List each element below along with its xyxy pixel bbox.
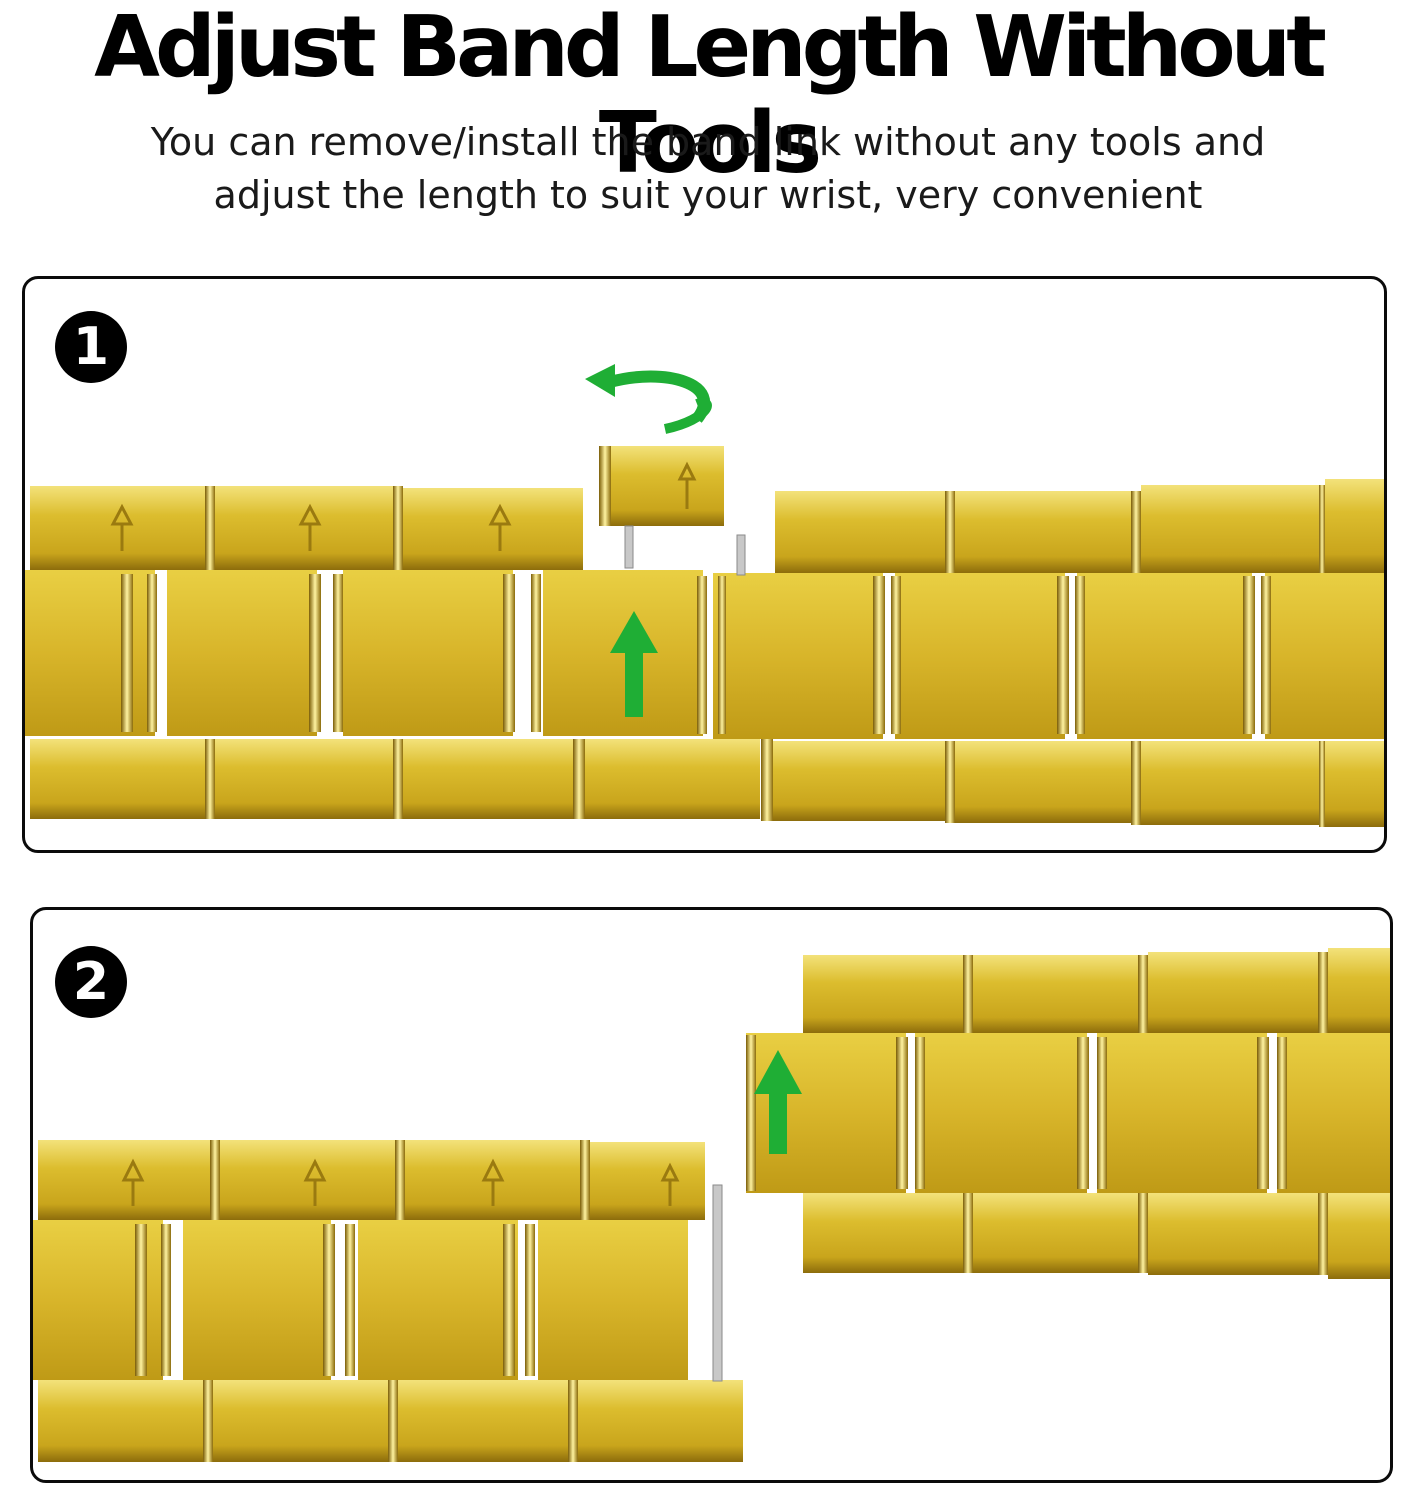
band-link [30, 739, 1384, 827]
rotate-arrow-icon [585, 364, 712, 434]
band-link [775, 479, 1384, 573]
band-link [33, 1220, 688, 1380]
link-edges [746, 952, 1328, 1191]
band-link [746, 1033, 1390, 1193]
step-number-badge: 1 [55, 311, 127, 383]
link-edges [135, 1140, 590, 1376]
step-number-badge: 2 [55, 946, 127, 1018]
up-arrow-icon [610, 611, 658, 717]
band-link [30, 486, 583, 570]
up-arrow-icon [754, 1050, 802, 1154]
band-link [803, 1193, 1390, 1279]
band-link [25, 570, 1384, 739]
band-link [38, 1380, 743, 1462]
link-edges [205, 485, 1325, 827]
band-illustration-step-1 [25, 364, 1384, 827]
link-edges [963, 1193, 1328, 1275]
link-edges [121, 574, 1271, 734]
step-2-panel: 2 [30, 907, 1393, 1483]
band-link [803, 948, 1390, 1033]
page-subtitle: You can remove/install the band link wit… [150, 120, 1266, 217]
engraved-arrow-icon [121, 1158, 680, 1206]
spring-pin [712, 1184, 723, 1382]
step-1-panel: 1 [22, 276, 1387, 853]
band-illustration-step-2 [33, 948, 1390, 1462]
page-title: Adjust Band Length Without Tools [94, 0, 1327, 193]
engraved-arrow-icon [110, 503, 512, 551]
removed-band-link [599, 446, 724, 526]
spring-pin [624, 525, 746, 576]
link-edges [203, 1380, 578, 1462]
